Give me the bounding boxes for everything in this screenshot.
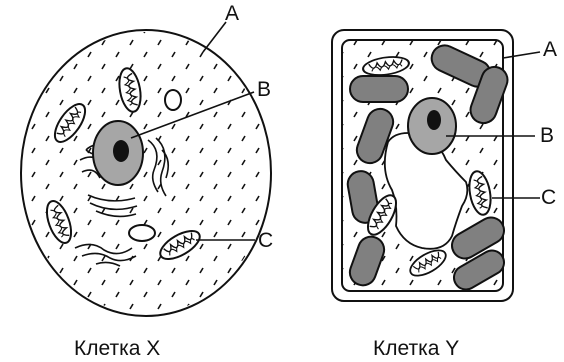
cell-x-label-c: C — [258, 229, 273, 252]
cell-x: A B C Клетка X — [21, 2, 273, 360]
cell-y-label-c: C — [541, 186, 556, 209]
cell-y-nucleolus — [427, 110, 441, 130]
cell-x-caption: Клетка X — [74, 337, 160, 360]
cell-x-nucleolus — [113, 140, 129, 162]
cell-y: A B C Клетка Y — [332, 30, 557, 360]
cell-y-label-a: A — [543, 38, 557, 61]
cell-y-label-b: B — [540, 124, 554, 147]
cell-x-leader-a — [203, 22, 226, 52]
cell-x-label-a: A — [225, 2, 239, 25]
cell-y-chloroplast — [350, 76, 408, 102]
cell-y-caption: Клетка Y — [373, 337, 459, 360]
cell-x-label-b: B — [257, 78, 271, 101]
cell-x-vesicle — [165, 90, 181, 110]
cell-x-cytoplasm — [23, 32, 269, 314]
cell-x-vacuole — [129, 225, 155, 241]
